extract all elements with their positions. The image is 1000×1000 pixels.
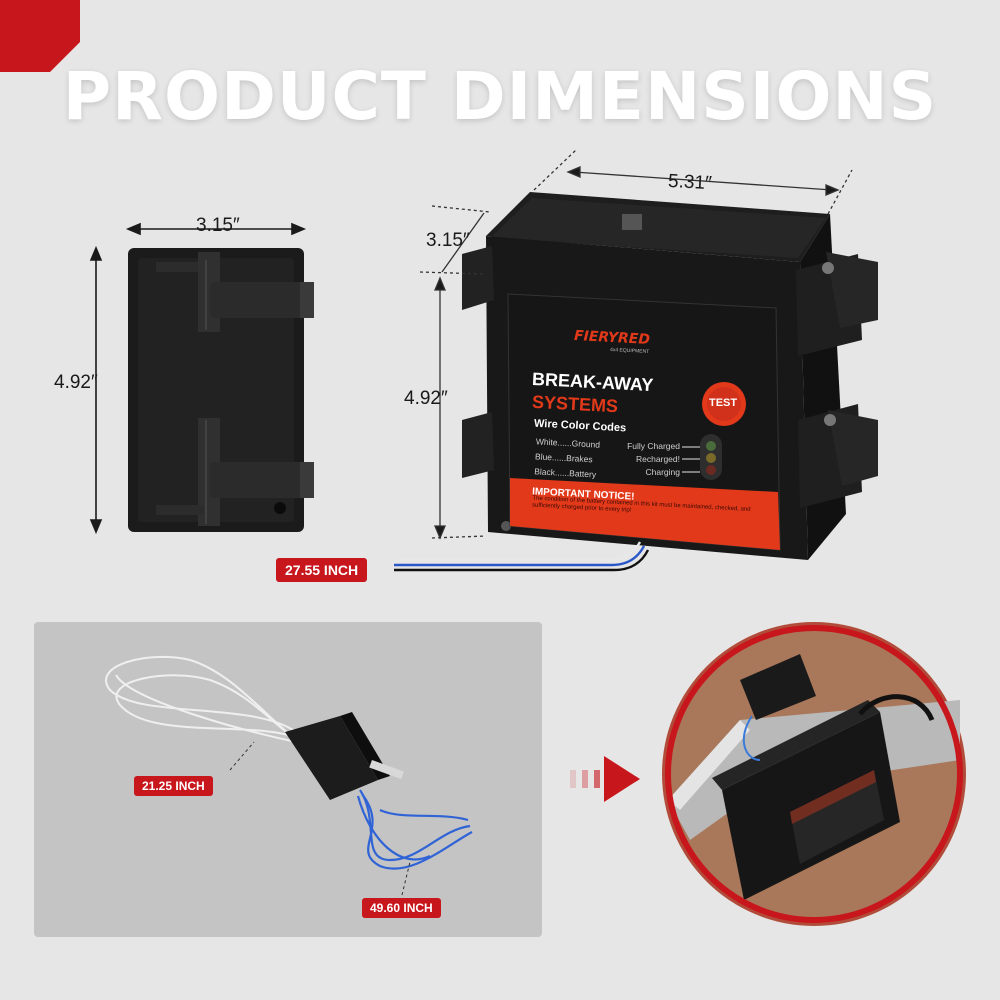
status-legend: Fully Charged Recharged! Charging <box>620 440 680 479</box>
breakaway-unit <box>462 192 878 560</box>
test-button: TEST <box>709 397 738 409</box>
side-width-arrow <box>125 222 307 236</box>
unit-cable <box>394 541 650 572</box>
status-charging: Charging <box>645 467 681 477</box>
switch-callouts <box>229 741 411 896</box>
front-length-label: 5.31″ <box>667 170 713 195</box>
cable-b-tag: 49.60 INCH <box>362 898 441 918</box>
front-length-arrow <box>533 149 853 215</box>
side-height-label: 4.92″ <box>54 372 98 393</box>
front-depth-label: 3.15″ <box>426 230 470 251</box>
arrow-right-icon <box>570 756 640 802</box>
side-width-label: 3.15″ <box>196 215 240 236</box>
breakaway-switch <box>285 712 404 800</box>
corner-accent <box>0 0 80 72</box>
blue-wires <box>356 789 473 870</box>
wire-codes-list: White......Ground Blue......Brakes Black… <box>534 434 601 482</box>
switch-panel <box>34 622 542 937</box>
label-title-line2: SYSTEMS <box>531 391 619 417</box>
front-height-arrow <box>431 276 487 540</box>
side-height-arrow <box>89 245 103 535</box>
status-recharged: Recharged! <box>636 454 680 464</box>
cable-a-tag: 21.25 INCH <box>134 776 213 796</box>
page-title: PRODUCT DIMENSIONS <box>62 58 938 135</box>
side-view-unit <box>128 248 314 532</box>
clear-cable <box>105 655 301 743</box>
front-depth-arrow <box>419 205 491 275</box>
front-height-label: 4.92″ <box>404 388 448 409</box>
cable-length-tag: 27.55 INCH <box>276 558 368 582</box>
install-photo <box>662 622 966 926</box>
status-fully-charged: Fully Charged <box>627 441 680 451</box>
